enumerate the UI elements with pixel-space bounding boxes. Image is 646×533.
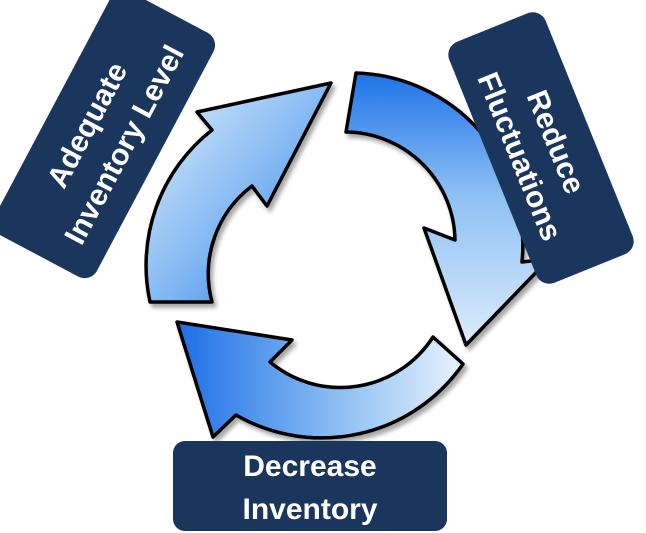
step-box-background: [173, 441, 447, 531]
step-box-reduce-fluctuations: Reduce Fluctuations: [448, 12, 634, 284]
step-box-background: [448, 12, 634, 284]
step-box-background: [0, 0, 216, 279]
cycle-arrow-right: [344, 71, 551, 347]
cycle-arrow-top: [144, 81, 333, 304]
step-label-line1: Decrease: [243, 450, 376, 483]
step-box-decrease-inventory: Decrease Inventory: [173, 441, 447, 531]
step-label-line2: Inventory: [242, 493, 377, 526]
cycle-arrow-bottom: [175, 320, 465, 440]
